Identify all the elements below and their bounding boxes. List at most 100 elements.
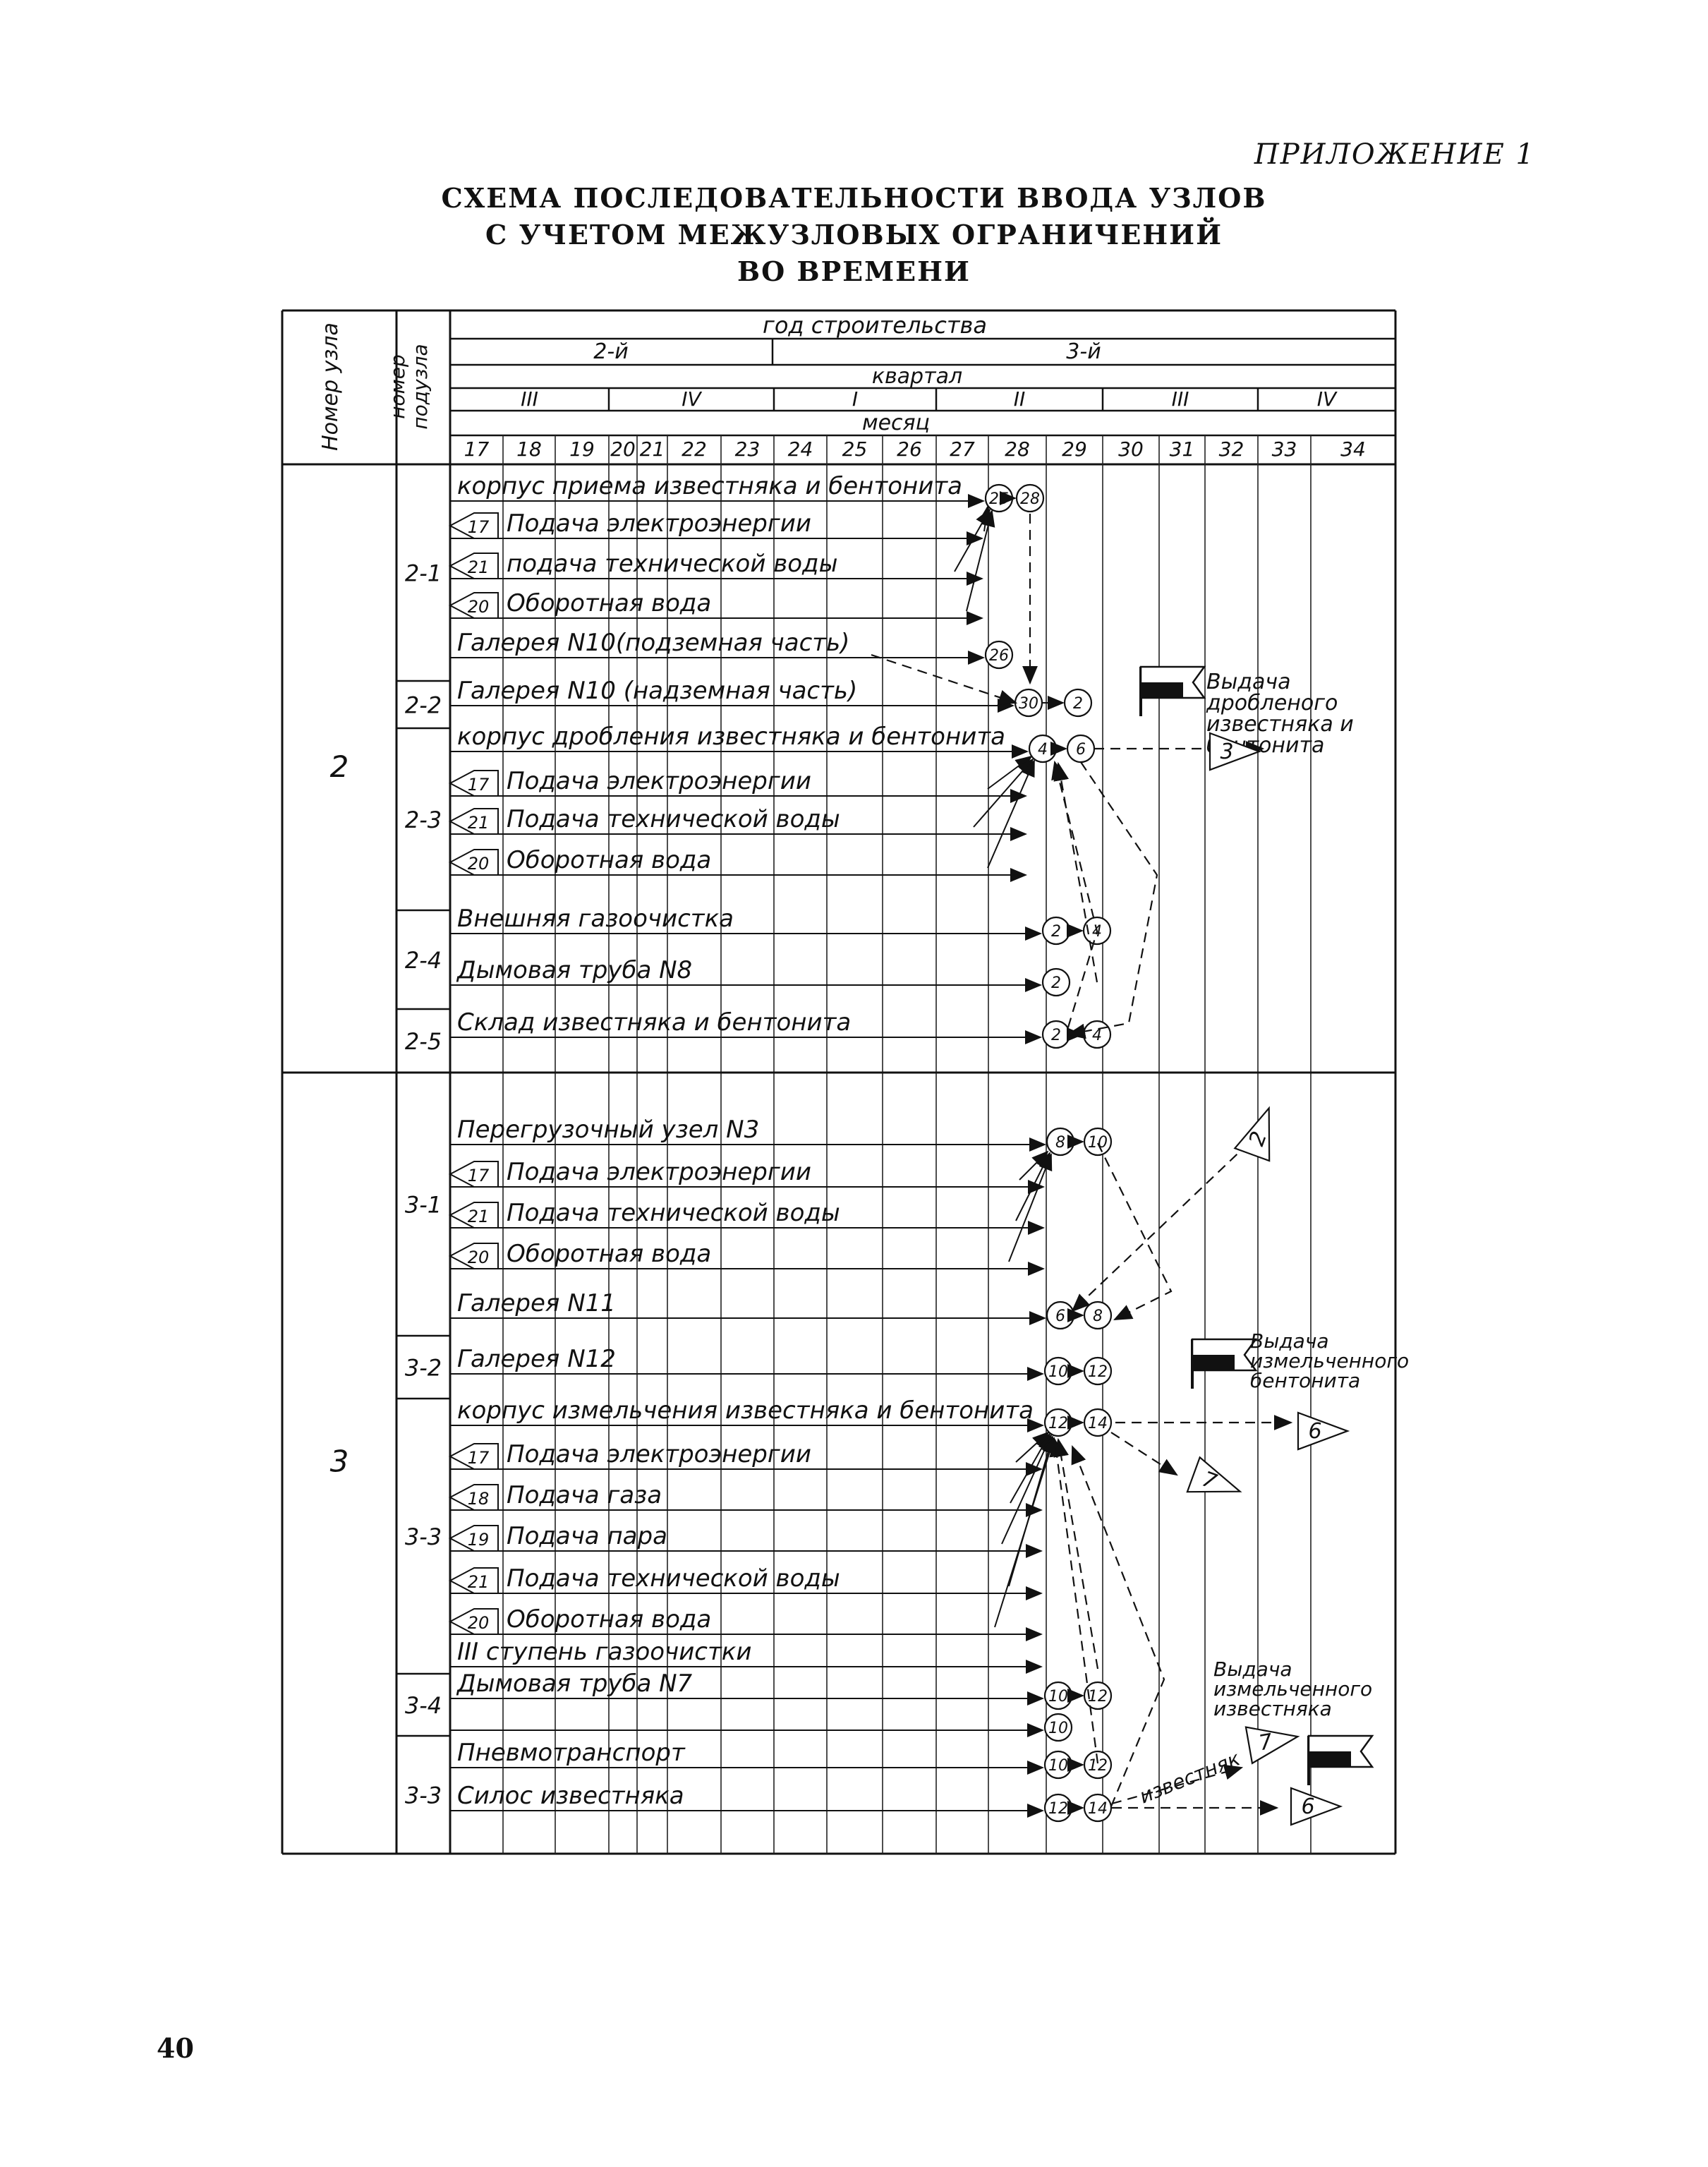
badge-shape (448, 1567, 499, 1594)
subnode-number: 2-3 (405, 807, 442, 833)
month-28: 28 (1005, 437, 1030, 461)
event-number: 25 (989, 490, 1009, 508)
month-18: 18 (516, 437, 542, 461)
badge-number: 20 (468, 854, 490, 874)
event-number: 10 (1088, 1134, 1108, 1152)
event-circle (1063, 688, 1093, 718)
badge-shape (448, 849, 499, 876)
title-line-2: С УЧЕТОМ МЕЖУЗЛОВЫХ ОГРАНИЧЕНИЙ (485, 219, 1223, 250)
event-number: 4 (1092, 1027, 1102, 1044)
pointer-6b: 6 (1290, 1787, 1343, 1826)
badge-shape (448, 1443, 499, 1470)
input-arrow (1015, 1431, 1050, 1463)
subnode-number: 3-3 (405, 1782, 442, 1809)
badge-shape (448, 512, 499, 539)
badge-shape (448, 592, 499, 619)
pointer-3: 3 (1209, 732, 1262, 771)
row-label: Оборотная вода (507, 589, 711, 617)
badge-shape (448, 808, 499, 835)
flag-milled-limestone-flag-fill (1309, 1751, 1351, 1767)
annotation-milled-limestone-line: известняка (1213, 1697, 1332, 1720)
pointer-2-shape (1233, 1106, 1271, 1162)
badge-number: 19 (468, 1530, 490, 1550)
row-label: Галерея N12 (457, 1345, 616, 1373)
month-22: 22 (682, 437, 707, 461)
col-node-header: Номер узла (318, 322, 343, 451)
pointer-6b-label: 6 (1301, 1794, 1314, 1819)
badge-shape (448, 1243, 499, 1269)
month-23: 23 (735, 437, 761, 461)
dependency-arrow (1049, 1437, 1099, 1764)
event-number: 12 (1088, 1363, 1108, 1381)
row-label: корпус измельчения известняка и бентонит… (457, 1396, 1034, 1425)
annotation-milled-bentonite-line: измельченного (1250, 1349, 1409, 1372)
dependency-arrow (1051, 760, 1098, 1028)
quarter-2: IV (682, 387, 702, 411)
subnode-number: 3-1 (405, 1192, 442, 1219)
badge-number: 20 (468, 1248, 490, 1267)
pointer-3-label: 3 (1220, 740, 1233, 764)
pointer-2: 2 (1233, 1106, 1272, 1162)
month-row-label: месяц (862, 411, 930, 435)
row-label: Подача электроэнергии (507, 767, 811, 795)
flag-crushed-flag-fill (1141, 682, 1183, 698)
event-number: 12 (1048, 1800, 1068, 1818)
month-26: 26 (897, 437, 922, 461)
subnode-number: 3-2 (405, 1355, 442, 1382)
quarter-3: I (852, 387, 858, 411)
badge-number: 21 (468, 1207, 490, 1226)
dependency-arrow (1110, 1432, 1178, 1476)
row-label: корпус дробления известняка и бентонита (457, 723, 1005, 751)
annotation-crushed-line: дробленого (1206, 691, 1338, 716)
dependency-arrow (1071, 1444, 1165, 1807)
month-34: 34 (1340, 437, 1366, 461)
badge-shape (448, 1484, 499, 1511)
month-25: 25 (842, 437, 868, 461)
badge-shape (448, 1608, 499, 1635)
month-29: 29 (1062, 437, 1087, 461)
event-number: 14 (1088, 1800, 1108, 1818)
pointer-6a-label: 6 (1308, 1419, 1321, 1444)
event-circle (1083, 1127, 1113, 1157)
row-label: Галерея N10(подземная часть) (457, 629, 849, 657)
row-label: Подача технической воды (507, 805, 840, 833)
row-label: Галерея N11 (457, 1289, 616, 1317)
event-circle (1083, 1356, 1113, 1386)
dependency-arrow (1097, 1142, 1173, 1320)
badge-number: 21 (468, 1572, 490, 1592)
annotation-crushed-line: известняка и (1206, 712, 1354, 737)
quarter-4: II (1014, 387, 1026, 411)
badge-number: 17 (468, 775, 490, 795)
event-number: 10 (1048, 1688, 1068, 1706)
row-label: Дымовая труба N7 (456, 1670, 693, 1698)
year-2: 2-й (593, 339, 628, 364)
pointer-7b: 7 (1244, 1726, 1300, 1765)
col-subnode-header: номерподузла (386, 344, 432, 429)
event-number: 30 (1019, 695, 1038, 713)
row-label: Оборотная вода (507, 1240, 711, 1268)
subnode-number: 3-3 (405, 1523, 442, 1550)
row-label: Подача электроэнергии (507, 1158, 811, 1186)
pointer-7a: 7 (1186, 1456, 1242, 1495)
event-circle (984, 640, 1014, 670)
event-circle (1043, 1713, 1073, 1742)
badge-number: 20 (468, 1613, 490, 1633)
subnode-number: 3-4 (405, 1692, 442, 1719)
badge-number: 18 (468, 1489, 490, 1509)
quarter-5: III (1172, 387, 1189, 411)
month-32: 32 (1219, 437, 1244, 461)
event-circle (1083, 1750, 1113, 1780)
event-number: 14 (1088, 1415, 1108, 1432)
row-label: Подача газа (507, 1481, 662, 1509)
event-number: 2 (1051, 1027, 1061, 1044)
quarter-1: III (521, 387, 538, 411)
col-subnode-line-1: номер (386, 354, 409, 419)
row-label: Подача электроэнергии (507, 1440, 811, 1468)
month-17: 17 (464, 437, 490, 461)
month-24: 24 (788, 437, 813, 461)
node-number-3: 3 (330, 1444, 349, 1479)
input-arrow (966, 509, 995, 612)
